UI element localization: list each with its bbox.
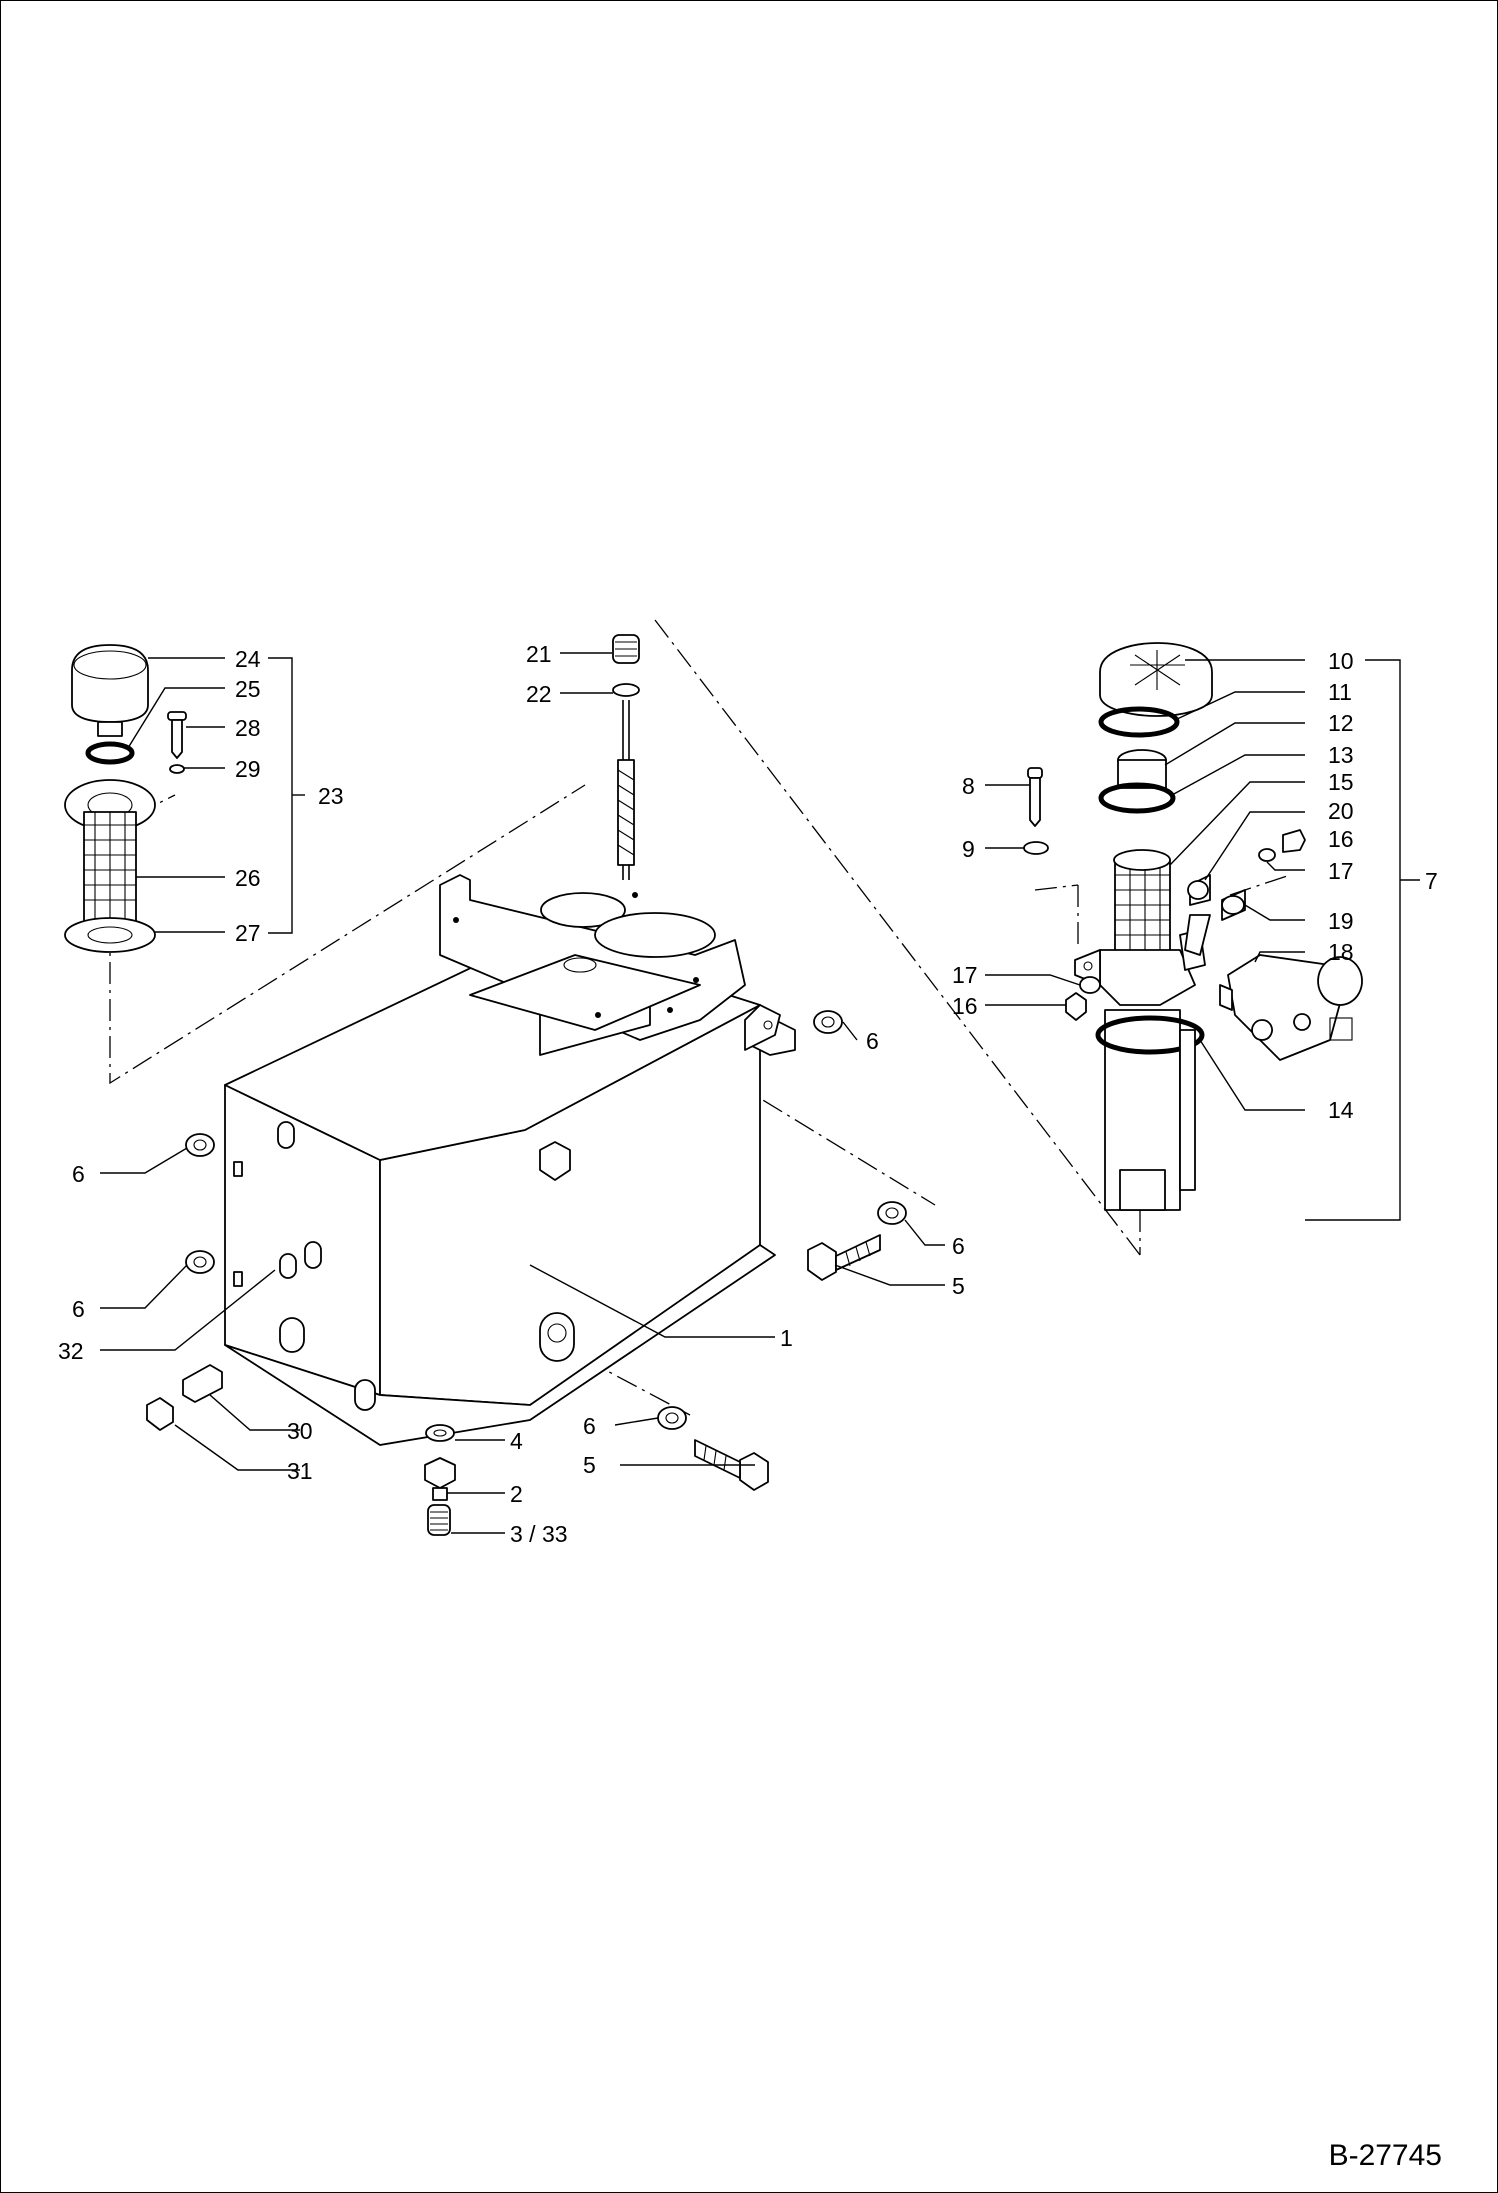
label-19: 19 <box>1328 908 1354 934</box>
label-13: 13 <box>1328 742 1354 768</box>
label-14: 14 <box>1328 1097 1354 1123</box>
drain-parts <box>424 1424 456 1536</box>
document-reference: B-27745 <box>1328 2139 1442 2172</box>
breather-filter <box>64 644 187 953</box>
hydraulic-tank <box>224 874 796 1446</box>
label-22: 22 <box>526 681 552 707</box>
fasteners <box>146 1004 907 1491</box>
label-24: 24 <box>235 646 261 672</box>
label-15: 15 <box>1328 769 1354 795</box>
label-2: 2 <box>510 1481 523 1507</box>
label-25: 25 <box>235 676 261 702</box>
label-6-bracket: 6 <box>866 1028 879 1054</box>
label-5-bottom: 5 <box>583 1452 596 1478</box>
label-6-right: 6 <box>952 1233 965 1259</box>
label-6-lower-left: 6 <box>72 1296 85 1322</box>
label-3-33: 3 / 33 <box>510 1521 568 1547</box>
part-labels: 1 2 3 / 33 4 5 5 6 6 6 6 6 7 8 9 10 11 1… <box>58 641 1438 1547</box>
label-31: 31 <box>287 1458 313 1484</box>
label-16-left: 16 <box>952 993 978 1019</box>
group-brackets <box>268 657 1420 1221</box>
label-23: 23 <box>318 783 344 809</box>
label-17-left: 17 <box>952 962 978 988</box>
label-12: 12 <box>1328 710 1354 736</box>
label-21: 21 <box>526 641 552 667</box>
label-6-upper-left: 6 <box>72 1161 85 1187</box>
label-6-bottom: 6 <box>583 1413 596 1439</box>
label-16-right: 16 <box>1328 826 1354 852</box>
label-30: 30 <box>287 1418 313 1444</box>
return-filter <box>1023 642 1363 1211</box>
label-29: 29 <box>235 756 261 782</box>
label-18: 18 <box>1328 939 1354 965</box>
label-20: 20 <box>1328 798 1354 824</box>
label-28: 28 <box>235 715 261 741</box>
label-26: 26 <box>235 865 261 891</box>
label-17-right: 17 <box>1328 858 1354 884</box>
label-9: 9 <box>962 836 975 862</box>
label-7: 7 <box>1425 868 1438 894</box>
leader-lines <box>100 652 1305 1534</box>
label-5-right: 5 <box>952 1273 965 1299</box>
label-8: 8 <box>962 773 975 799</box>
label-27: 27 <box>235 920 261 946</box>
dipstick <box>612 634 640 880</box>
label-10: 10 <box>1328 648 1354 674</box>
label-11: 11 <box>1328 679 1352 705</box>
label-1: 1 <box>780 1325 793 1351</box>
label-32: 32 <box>58 1338 84 1364</box>
label-4: 4 <box>510 1428 523 1454</box>
